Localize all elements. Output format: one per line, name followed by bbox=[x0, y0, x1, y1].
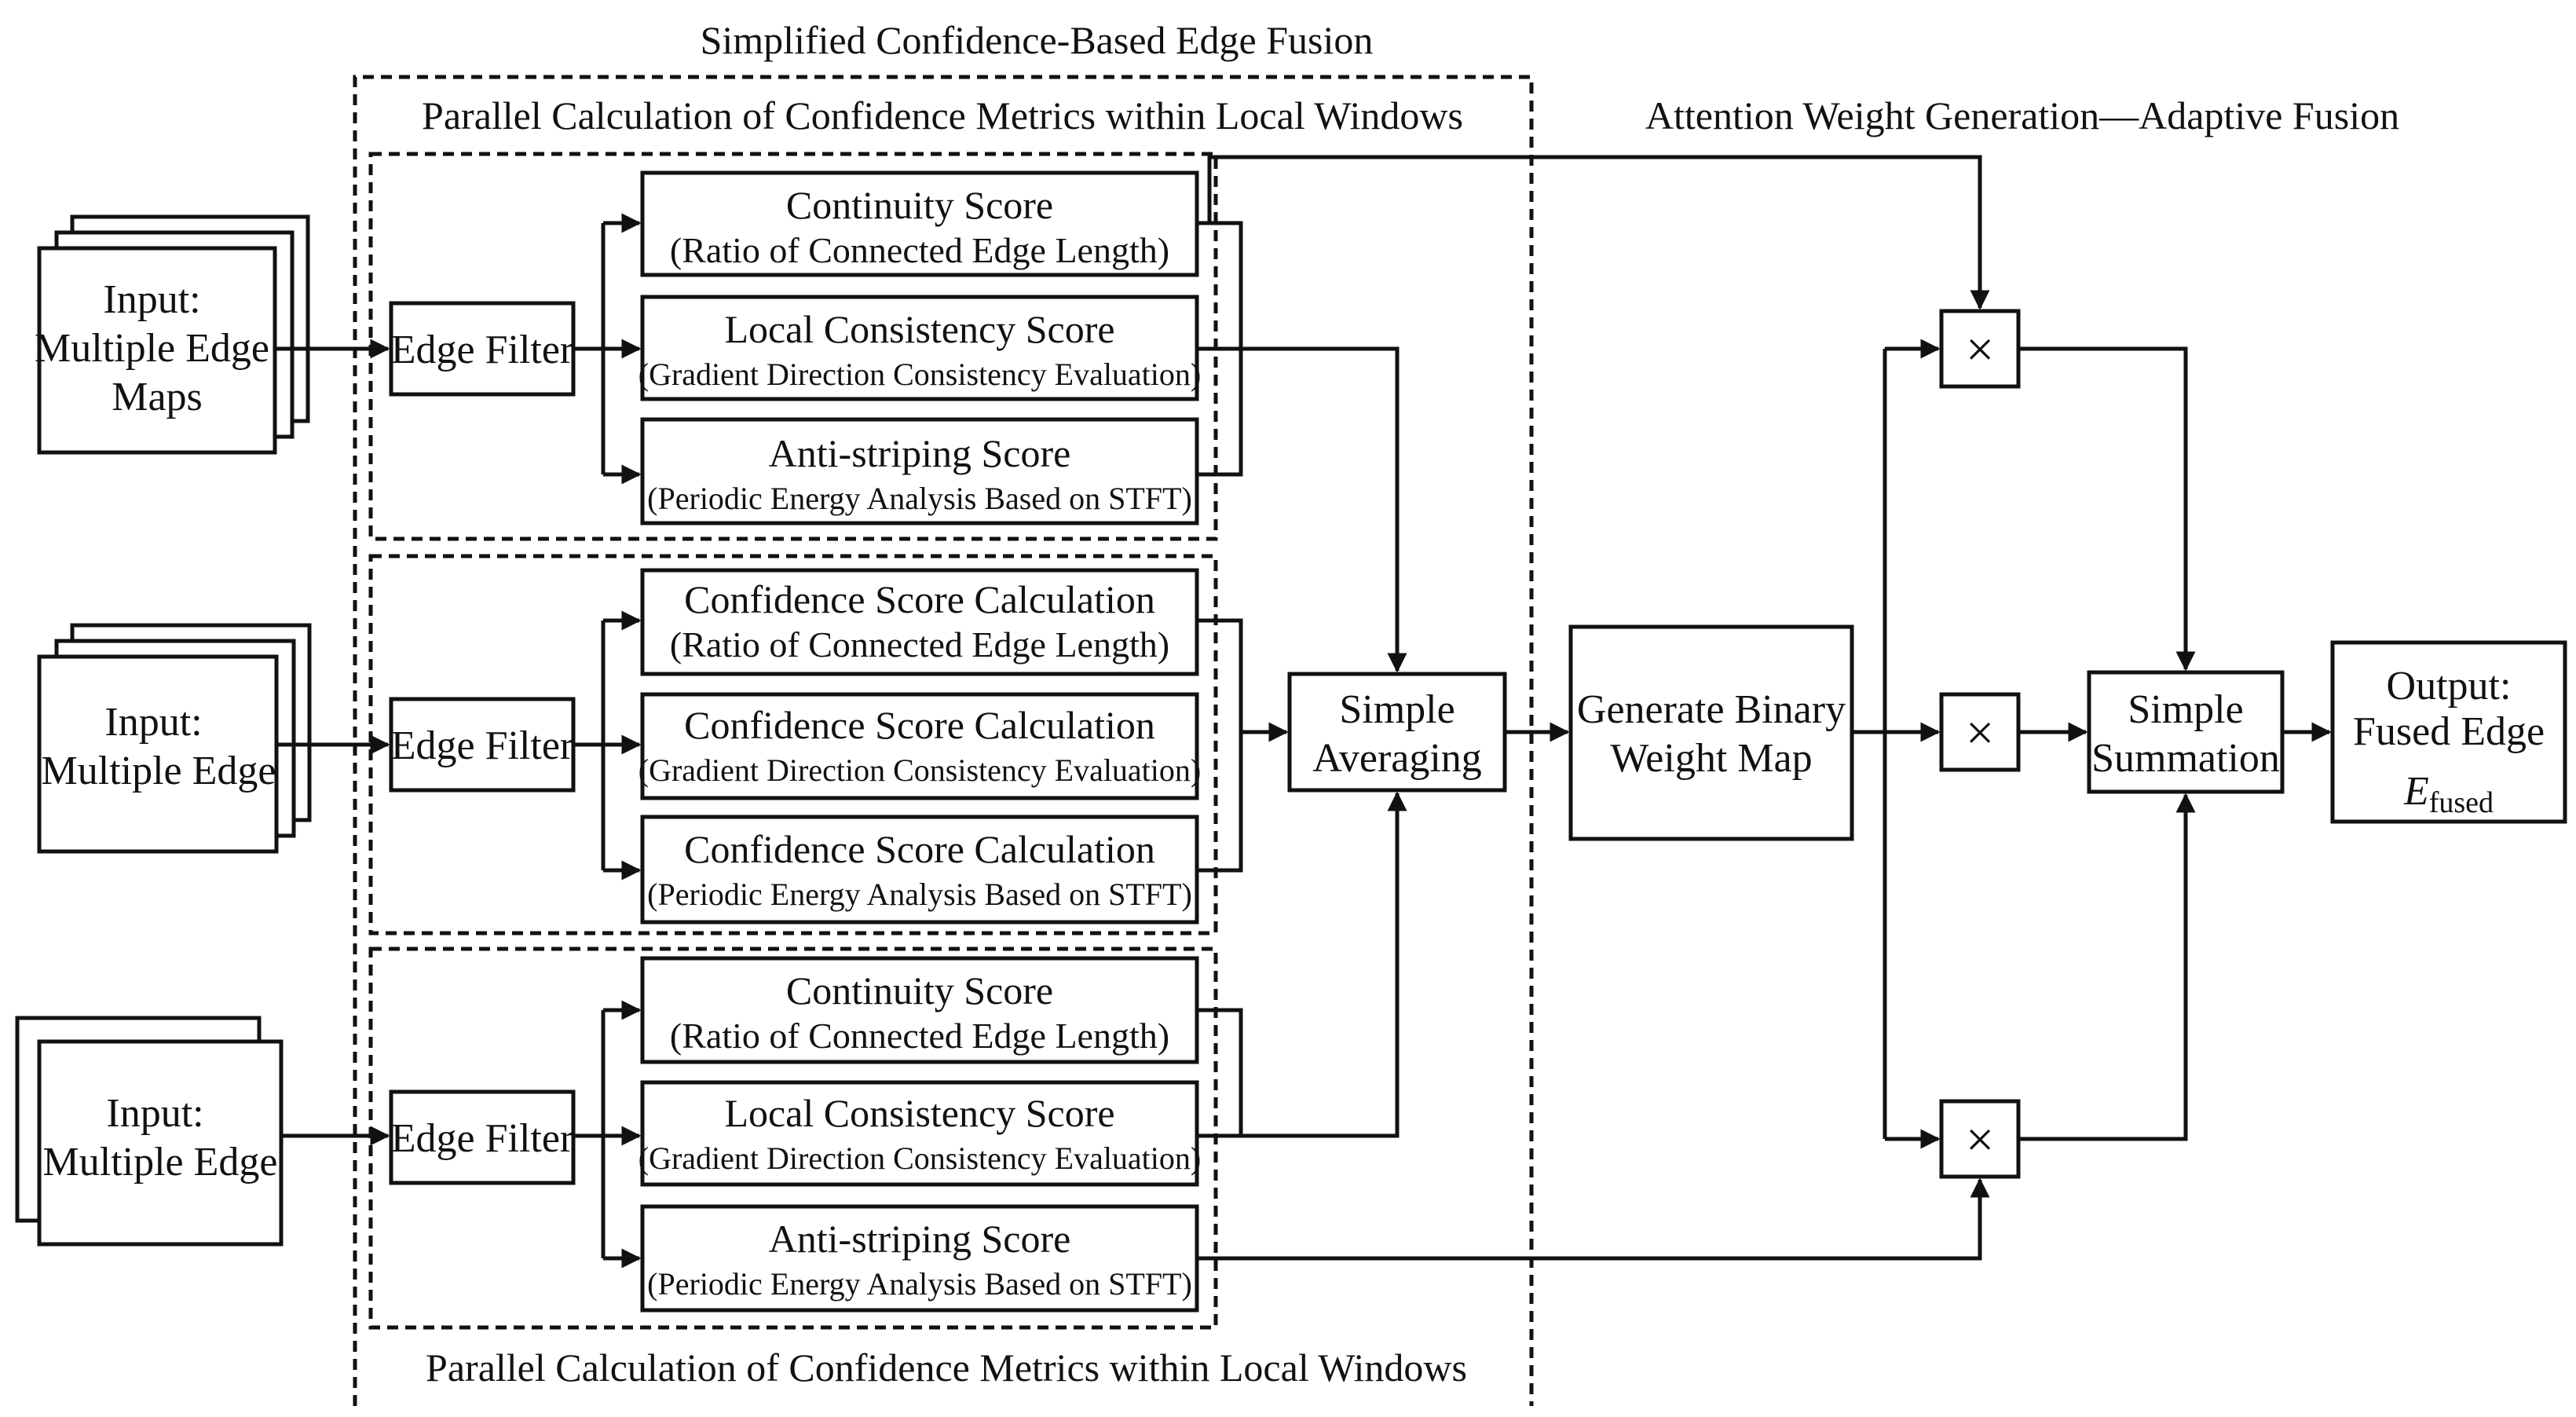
binary-weight-map-box: Generate Binary Weight Map bbox=[1568, 624, 1854, 841]
output-subscript: fused bbox=[2429, 786, 2494, 819]
edge-filter-2-label: Edge Filter bbox=[391, 723, 574, 768]
multiply-symbol: × bbox=[1966, 1111, 1994, 1167]
edge-filter-2: Edge Filter bbox=[389, 697, 576, 793]
multiply-node-bottom: × bbox=[1939, 1099, 2021, 1179]
output-line-1: Output: bbox=[2387, 664, 2512, 708]
score-title: Anti-striping Score bbox=[769, 431, 1071, 475]
score-subtitle: (Gradient Direction Consistency Evaluati… bbox=[639, 1141, 1201, 1176]
score-title: Anti-striping Score bbox=[769, 1217, 1071, 1261]
score-subtitle: (Gradient Direction Consistency Evaluati… bbox=[639, 752, 1201, 788]
svg-text:Input: Multiple Edge: Input: Multiple Edge bbox=[43, 1091, 278, 1184]
svg-text:Input: Multiple Edge: Input: Multiple Edge bbox=[42, 700, 276, 793]
input-3-line-1: Input: bbox=[106, 1091, 203, 1136]
edge-filter-1-label: Edge Filter bbox=[391, 328, 574, 372]
averaging-line-1: Simple bbox=[1339, 687, 1454, 732]
score-title: Continuity Score bbox=[786, 183, 1053, 227]
input-2-line-1: Input: bbox=[104, 700, 202, 745]
score-box-g2-2: Confidence Score Calculation (Gradient D… bbox=[639, 692, 1201, 800]
multiply-symbol: × bbox=[1966, 705, 1994, 760]
connectors bbox=[275, 155, 2332, 1269]
svg-text:Input: Multiple Edge: Input: Multiple Edge Maps bbox=[35, 277, 280, 419]
group-top-label: Parallel Calculation of Confidence Metri… bbox=[422, 93, 1463, 137]
score-subtitle: (Ratio of Connected Edge Length) bbox=[670, 230, 1169, 270]
score-title: Local Consistency Score bbox=[724, 307, 1114, 351]
output-symbol: E bbox=[2403, 769, 2429, 814]
edge-filter-3-label: Edge Filter bbox=[391, 1116, 574, 1161]
score-box-g1-1: Continuity Score (Ratio of Connected Edg… bbox=[640, 170, 1199, 277]
route-g3-to-bottom-multiply bbox=[1197, 1177, 1990, 1261]
fanout-trunk-3 bbox=[573, 1010, 606, 1258]
bracket-g3 bbox=[1197, 1008, 1243, 1138]
svg-text:Efused: Efused bbox=[2403, 769, 2494, 819]
output-line-2: Fused Edge bbox=[2353, 709, 2545, 754]
attention-section-label: Attention Weight Generation—Adaptive Fus… bbox=[1645, 93, 2399, 137]
score-box-g3-2: Local Consistency Score (Gradient Direct… bbox=[639, 1080, 1201, 1187]
route-bottom-multiply-to-summation bbox=[2018, 793, 2196, 1141]
score-subtitle: (Periodic Energy Analysis Based on STFT) bbox=[647, 1266, 1192, 1302]
summation-line-1: Simple bbox=[2128, 687, 2243, 732]
group-box-2 bbox=[368, 554, 1218, 936]
bracket-g2 bbox=[1197, 618, 1243, 873]
simple-summation-box: Simple Summation bbox=[2087, 670, 2285, 794]
group-bottom-label: Parallel Calculation of Confidence Metri… bbox=[426, 1346, 1467, 1390]
diagram-title: Simplified Confidence-Based Edge Fusion bbox=[701, 18, 1374, 62]
input-1-line-1: Input: bbox=[103, 277, 200, 322]
input-1-line-3: Maps bbox=[112, 375, 203, 419]
edge-filter-1: Edge Filter bbox=[389, 301, 576, 397]
route-g3-to-averaging bbox=[1241, 791, 1407, 1138]
score-title: Continuity Score bbox=[786, 968, 1053, 1012]
output-box: Output: Fused Edge Efused bbox=[2330, 640, 2567, 824]
score-box-g1-2: Local Consistency Score (Gradient Direct… bbox=[639, 295, 1201, 401]
summation-line-2: Summation bbox=[2091, 736, 2280, 781]
input-3-line-2: Multiple Edge bbox=[43, 1140, 278, 1184]
binary-fanout-trunk bbox=[1852, 349, 1887, 1139]
multiply-node-top: × bbox=[1939, 309, 2021, 389]
score-box-g2-3: Confidence Score Calculation (Periodic E… bbox=[640, 815, 1199, 925]
input-stack-3: Input: Multiple Edge bbox=[15, 1016, 284, 1247]
binary-map-line-2: Weight Map bbox=[1610, 736, 1812, 781]
fanout-trunk-2 bbox=[573, 621, 606, 870]
score-subtitle: (Periodic Energy Analysis Based on STFT) bbox=[647, 877, 1192, 912]
edge-filter-3: Edge Filter bbox=[389, 1089, 576, 1185]
score-box-g3-3: Anti-striping Score (Periodic Energy Ana… bbox=[640, 1204, 1199, 1313]
multiply-symbol: × bbox=[1966, 321, 1994, 377]
input-stack-2: Input: Multiple Edge bbox=[37, 623, 312, 854]
route-top-multiply-to-summation bbox=[2018, 346, 2196, 672]
input-2-line-2: Multiple Edge bbox=[42, 749, 276, 793]
input-1-line-2: Multiple Edge bbox=[35, 326, 269, 371]
score-title: Confidence Score Calculation bbox=[684, 577, 1155, 621]
averaging-line-2: Averaging bbox=[1312, 736, 1482, 781]
score-box-g1-3: Anti-striping Score (Periodic Energy Ana… bbox=[640, 417, 1199, 525]
multiply-node-middle: × bbox=[1939, 692, 2021, 772]
score-title: Local Consistency Score bbox=[724, 1091, 1114, 1135]
score-box-g3-1: Continuity Score (Ratio of Connected Edg… bbox=[640, 956, 1199, 1064]
binary-map-line-1: Generate Binary bbox=[1577, 687, 1846, 732]
score-subtitle: (Ratio of Connected Edge Length) bbox=[670, 624, 1169, 665]
score-title: Confidence Score Calculation bbox=[684, 703, 1155, 747]
input-stack-1: Input: Multiple Edge Maps bbox=[35, 214, 310, 455]
score-subtitle: (Ratio of Connected Edge Length) bbox=[670, 1016, 1169, 1056]
score-title: Confidence Score Calculation bbox=[684, 827, 1155, 871]
score-subtitle: (Gradient Direction Consistency Evaluati… bbox=[639, 357, 1201, 392]
outer-dashed-region bbox=[353, 75, 1534, 1406]
route-g1-to-top-multiply bbox=[1207, 155, 1990, 310]
score-box-g2-1: Confidence Score Calculation (Ratio of C… bbox=[640, 568, 1199, 676]
fanout-trunk-1 bbox=[573, 223, 606, 474]
score-subtitle: (Periodic Energy Analysis Based on STFT) bbox=[647, 481, 1192, 516]
route-g1-to-averaging bbox=[1197, 346, 1407, 673]
simple-averaging-box: Simple Averaging bbox=[1287, 672, 1507, 793]
